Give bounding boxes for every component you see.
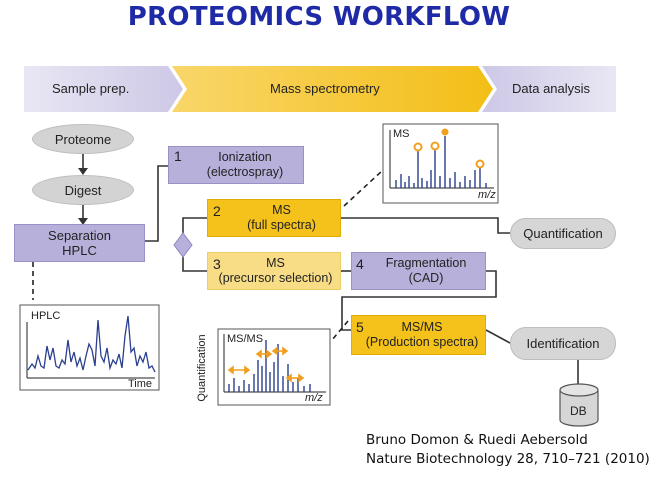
digest-node: Digest <box>32 175 134 205</box>
citation-journal: Nature Biotechnology 28, 710–721 (2010) <box>366 451 650 467</box>
proteome-node: Proteome <box>32 124 134 154</box>
identification-node: Identification <box>510 327 616 360</box>
page-title: PROTEOMICS WORKFLOW <box>127 2 511 32</box>
step-1-number: 1 <box>174 148 182 164</box>
citation: Bruno Domon & Ruedi Aebersold Nature Bio… <box>366 431 650 469</box>
hplc-plot-axis-label: Time <box>128 378 153 390</box>
ionization-text: Ionization (electrospray) <box>185 148 305 182</box>
stage-sample-prep-shape <box>24 66 183 112</box>
msms-plot-yaxis-label: Quantification <box>196 334 208 402</box>
dashed-connectors <box>32 169 384 341</box>
decision-diamond <box>173 232 193 258</box>
step-5-number: 5 <box>356 319 364 335</box>
ionization-box <box>168 146 304 184</box>
step-2-number: 2 <box>213 203 221 219</box>
msms-plot-label: MS/MS <box>227 333 264 345</box>
electrospray-label: (electrospray) <box>206 165 284 179</box>
ms-spectrum-plot <box>382 123 499 204</box>
step-4-number: 4 <box>356 256 364 272</box>
msms-production-box <box>351 315 486 355</box>
hplc-plot-label: HPLC <box>31 310 61 322</box>
fragmentation-text: Fragmentation (CAD) <box>366 254 486 288</box>
msms-production-text: MS/MS (Production spectra) <box>358 318 486 352</box>
production-spectra-label: (Production spectra) <box>365 335 479 349</box>
ms-plot-axis-label: m/z <box>478 189 496 201</box>
ms-precursor-box <box>207 252 341 290</box>
ms-full-spectra-box <box>207 199 341 237</box>
cad-label: (CAD) <box>408 271 444 285</box>
ms-full-spectra-text: MS (full spectra) <box>222 201 341 235</box>
full-spectra-label: (full spectra) <box>247 218 316 232</box>
stage-mass-spectrometry-shape <box>172 66 493 112</box>
separation-hplc-box: Separation HPLC <box>14 224 145 262</box>
step-3-number: 3 <box>213 256 221 272</box>
hplc-label: HPLC <box>62 243 97 258</box>
proteome-label: Proteome <box>54 131 112 147</box>
stage-sample-prep: Sample prep. <box>52 81 130 96</box>
quantification-label: Quantification <box>523 226 603 241</box>
msms-label: MS/MS <box>401 320 443 334</box>
flow-arrowheads <box>78 168 88 225</box>
msms-plot-axis-label: m/z <box>305 392 323 404</box>
ms-precursor-text: MS (precursor selection) <box>210 254 341 288</box>
ionization-label: Ionization <box>218 150 272 164</box>
db-label: DB <box>570 404 587 418</box>
stage-data-analysis-shape <box>482 66 616 112</box>
flow-connectors <box>82 152 579 388</box>
quantification-node: Quantification <box>510 218 616 249</box>
citation-authors: Bruno Domon & Ruedi Aebersold <box>366 432 588 448</box>
hplc-chromatogram-plot <box>19 304 160 391</box>
fragmentation-box <box>351 252 486 290</box>
stage-mass-spectrometry: Mass spectrometry <box>270 81 380 96</box>
fragmentation-label: Fragmentation <box>385 256 467 270</box>
stage-data-analysis: Data analysis <box>512 81 591 96</box>
ms-precursor-label: MS <box>266 256 285 270</box>
separation-label: Separation <box>48 228 111 243</box>
identification-label: Identification <box>526 336 600 351</box>
digest-label: Digest <box>64 182 102 198</box>
msms-spectrum-plot <box>217 328 331 406</box>
db-cylinder-shape <box>559 383 599 427</box>
ms-plot-label: MS <box>393 128 410 140</box>
precursor-selection-label: (precursor selection) <box>218 271 333 285</box>
ms-label: MS <box>272 203 291 217</box>
